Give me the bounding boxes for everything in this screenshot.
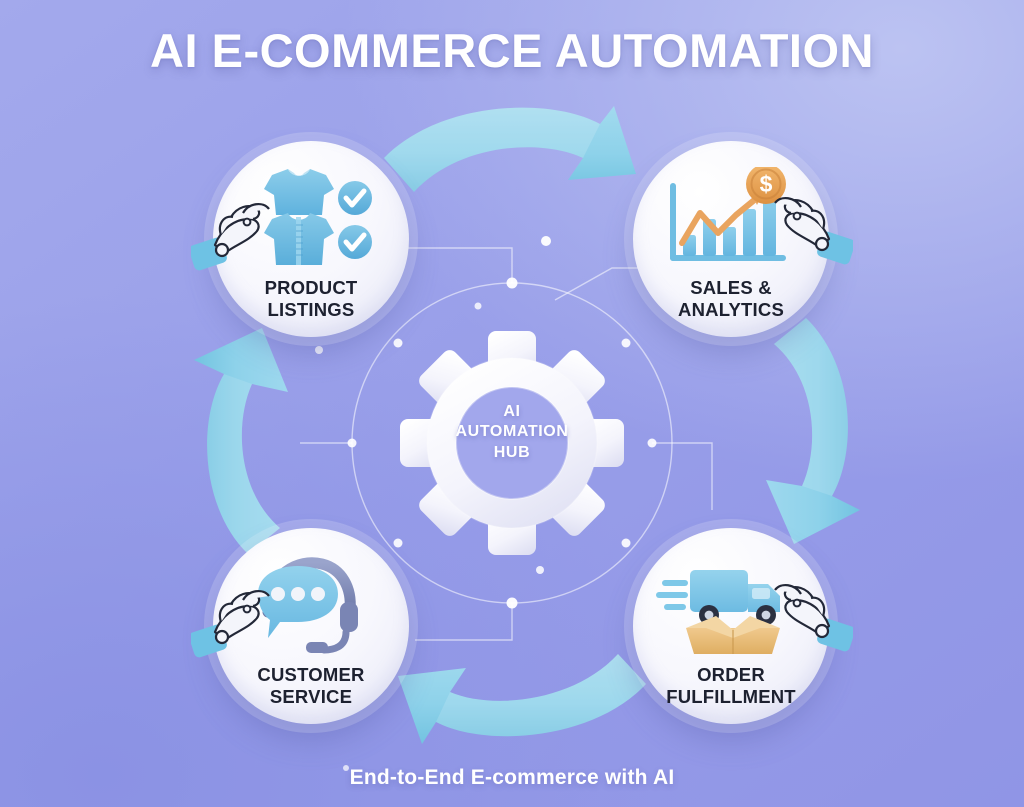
robot-arm-icon (191, 203, 270, 271)
connector-to-fulfill (652, 442, 713, 510)
robot-arm-icon (191, 590, 270, 658)
arrow-top-right (384, 106, 636, 192)
delivery-truck-box-icon (656, 554, 806, 658)
node-label-sales-analytics: SALES & ANALYTICS (678, 277, 784, 320)
node-product-listings[interactable]: PRODUCT LISTINGS (191, 141, 409, 337)
bar-chart-dollar-icon: $ (656, 167, 806, 271)
node-sales-analytics[interactable]: $ SALES & ANALYTICS (633, 141, 853, 337)
node-label-order-fulfillment: ORDER FULFILLMENT (666, 664, 796, 707)
node-customer-service[interactable]: CUSTOMER SERVICE (191, 528, 409, 724)
chat-headset-icon (236, 554, 386, 658)
arrow-right-down (766, 318, 860, 544)
connector-to-product (382, 247, 513, 283)
footer-caption: End-to-End E-commerce with AI (349, 766, 675, 789)
arrow-left-up (194, 328, 288, 554)
gear-icon (400, 331, 624, 555)
robot-arm-icon (774, 197, 853, 265)
page-title: AI E-COMMERCE AUTOMATION (150, 24, 874, 77)
robot-arm-icon (774, 584, 853, 652)
tshirt-checkmark-icon (236, 167, 386, 271)
ai-automation-hub[interactable]: AI AUTOMATION HUB (392, 328, 632, 558)
connector-to-service (415, 603, 513, 641)
svg-text:$: $ (760, 171, 773, 197)
node-label-customer-service: CUSTOMER SERVICE (257, 664, 365, 707)
node-order-fulfillment[interactable]: ORDER FULFILLMENT (633, 528, 853, 724)
node-label-product-listings: PRODUCT LISTINGS (264, 277, 358, 320)
arrow-bottom-left (398, 654, 646, 744)
